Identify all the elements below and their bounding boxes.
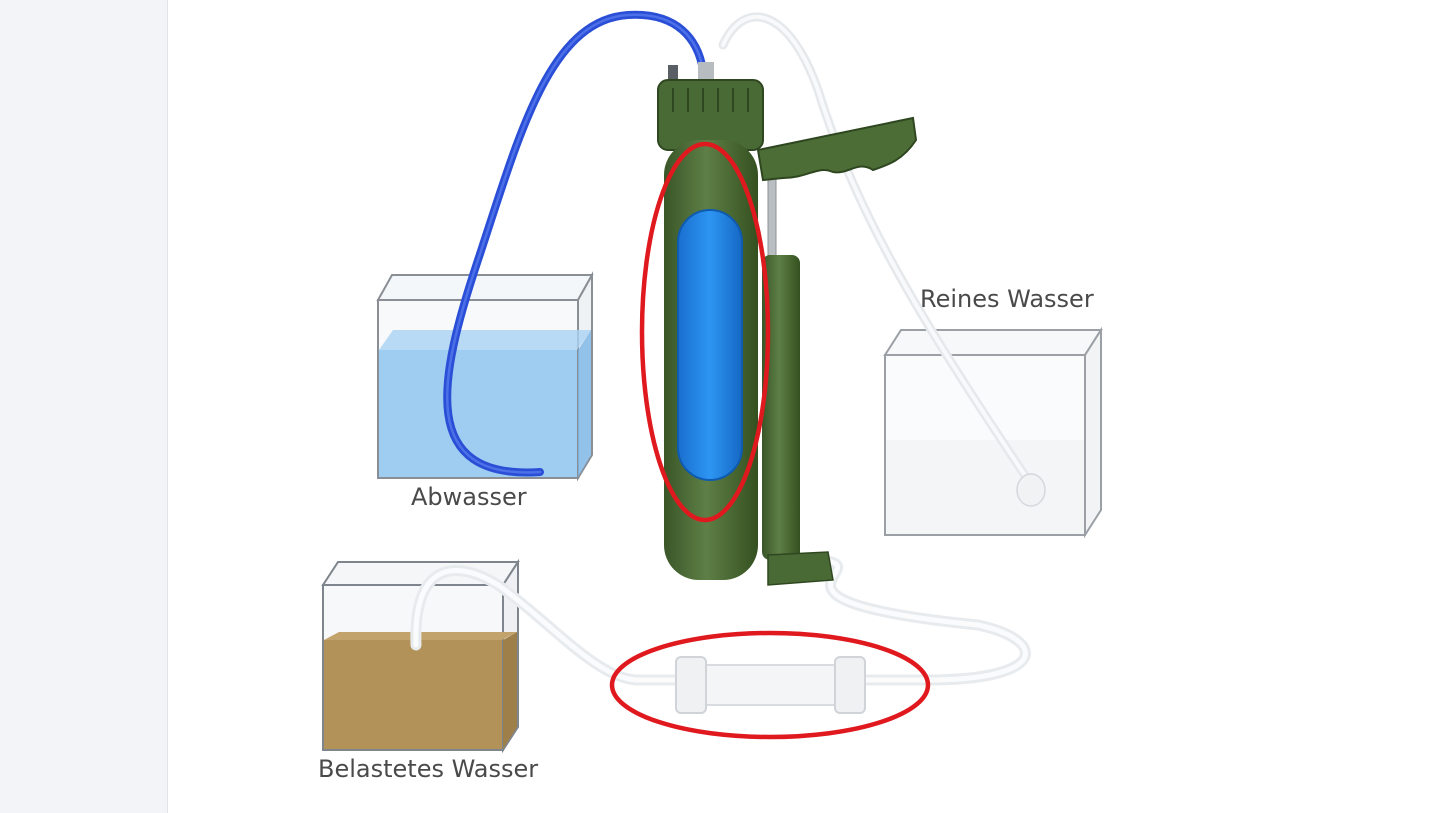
diagram-illustration (321, 10, 1103, 754)
waste-water-fill (379, 350, 577, 477)
water-filter-diagram: Abwasser Reines Wasser Belastetes Wasser (168, 0, 1445, 813)
contaminated-water-fill (324, 640, 502, 749)
waste-water-label: Abwasser (411, 483, 527, 511)
filter-cartridge (677, 209, 743, 481)
left-sidebar-panel (0, 0, 168, 813)
pump-handle (756, 116, 918, 560)
water-filter-pump-icon (657, 62, 834, 586)
clean-water-label: Reines Wasser (920, 285, 1094, 313)
pre-filter (675, 656, 866, 714)
pre-filter-highlight (609, 630, 931, 740)
contaminated-water-label: Belastetes Wasser (318, 755, 539, 783)
waste-water-tank (376, 271, 594, 482)
cartridge-highlight (639, 141, 771, 523)
